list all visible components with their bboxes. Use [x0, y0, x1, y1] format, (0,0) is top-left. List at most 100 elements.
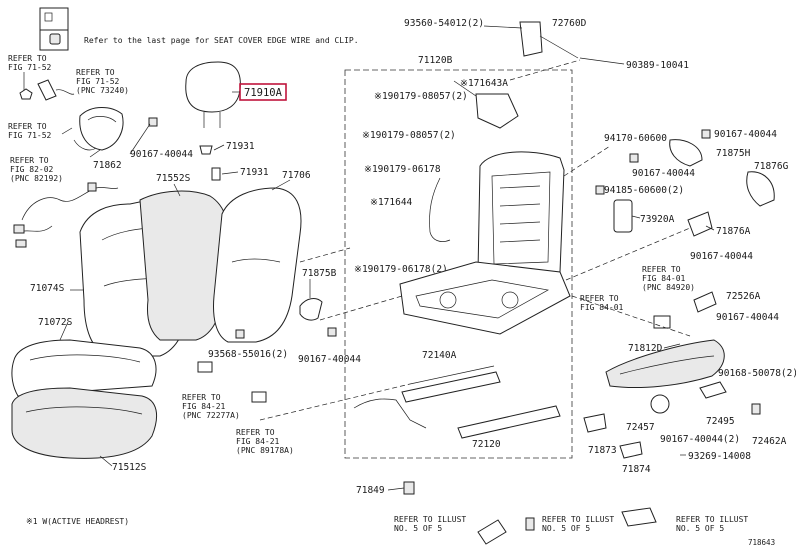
part-number-71643A[interactable]: ※171643A [460, 78, 508, 89]
part-number-90167-40044-d[interactable]: 90167-40044 [632, 168, 695, 179]
seat-track-72140A[interactable] [401, 365, 501, 403]
part-number-94185-60600[interactable]: 94185-60600(2) [604, 185, 684, 196]
refer-fig-84-21-b[interactable]: REFER TO [236, 428, 275, 437]
part-number-93269-14008[interactable]: 93269-14008 [688, 451, 751, 462]
part-number-71644[interactable]: ※171644 [370, 197, 413, 208]
knob-72495[interactable] [699, 381, 727, 399]
part-number-72760D[interactable]: 72760D [552, 18, 587, 29]
part-number-90167-40044-g[interactable]: 90167-40044(2) [660, 434, 740, 445]
seat-frame-boundary [344, 69, 573, 459]
svg-text:FIG 71-52[interactable]: FIG 71-52 [8, 63, 52, 72]
part-number-90167-40044-a[interactable]: 90167-40044 [130, 149, 193, 160]
part-number-71706[interactable]: 71706 [282, 170, 311, 181]
part-number-90167-40044-e[interactable]: 90167-40044 [690, 251, 753, 262]
part-number-90167-40044-f[interactable]: 90167-40044 [716, 312, 779, 323]
cover-71876G[interactable] [746, 171, 775, 207]
active-headrest-mechanism-71643A[interactable] [475, 93, 519, 129]
part-number-71120B[interactable]: 71120B [418, 55, 453, 66]
part-number-90179-06178-2[interactable]: ※190179-06178(2) [354, 264, 448, 275]
cover-71876A[interactable] [687, 211, 713, 237]
part-number-71875B[interactable]: 71875B [302, 268, 337, 279]
part-number-71512S[interactable]: 71512S [112, 462, 147, 473]
svg-text:(PNC 72277A)[interactable]: (PNC 72277A) [182, 411, 240, 420]
svg-text:(PNC 89178A)[interactable]: (PNC 89178A) [236, 446, 294, 455]
svg-text:(PNC 84920)[interactable]: (PNC 84920) [642, 283, 695, 292]
part-number-71552S[interactable]: 71552S [156, 173, 191, 184]
seatback-frame-71120B[interactable] [477, 151, 565, 291]
refer-fig-82-02[interactable]: REFER TO [10, 156, 49, 165]
part-number-71072S[interactable]: 71072S [38, 317, 73, 328]
part-number-71931-a[interactable]: 71931 [226, 141, 255, 152]
part-number-71876A[interactable]: 71876A [716, 226, 751, 237]
part-number-71074S[interactable]: 71074S [30, 283, 65, 294]
cushion-pad-71072S[interactable] [11, 339, 157, 397]
svg-text:FIG 82-02[interactable]: FIG 82-02 [10, 165, 54, 174]
svg-text:FIG 84-21[interactable]: FIG 84-21 [182, 402, 226, 411]
cover-71875H[interactable] [669, 139, 703, 167]
cable-71644[interactable] [429, 177, 451, 242]
part-number-71875H[interactable]: 71875H [716, 148, 751, 159]
part-number-72462A[interactable]: 72462A [752, 436, 787, 447]
seat-track-72120[interactable] [457, 405, 561, 439]
cushion-cover-71512S[interactable] [11, 387, 158, 459]
refer-fig-71-52-b[interactable]: REFER TO [76, 68, 115, 77]
part-number-72457[interactable]: 72457 [626, 422, 655, 433]
svg-text:FIG 84-01[interactable]: FIG 84-01 [642, 274, 686, 283]
svg-text:(PNC 73240)[interactable]: (PNC 73240) [76, 86, 129, 95]
part-number-71876G[interactable]: 71876G [754, 161, 789, 172]
refer-illust-c[interactable]: REFER TO ILLUST [676, 515, 748, 524]
svg-text:NO. 5 OF 5[interactable]: NO. 5 OF 5 [542, 524, 590, 533]
refer-illust-b[interactable]: REFER TO ILLUST [542, 515, 614, 524]
cover-71873[interactable] [583, 413, 607, 433]
bolt-71849[interactable] [403, 481, 415, 495]
part-number-90179-06178[interactable]: ※190179-06178 [364, 164, 441, 175]
knob-72526A[interactable] [693, 291, 717, 313]
cover-71874[interactable] [619, 441, 643, 459]
seatback-frame-71706[interactable] [213, 187, 302, 343]
clip-72462A[interactable] [751, 403, 761, 415]
part-number-73920A[interactable]: 73920A [640, 214, 675, 225]
part-number-71931-b[interactable]: 71931 [240, 167, 269, 178]
part-number-71849[interactable]: 71849 [356, 485, 385, 496]
part-71862-lumbar-cover[interactable] [73, 107, 124, 151]
part-number-71812D[interactable]: 71812D [628, 343, 663, 354]
side-shield-71812D[interactable] [605, 339, 725, 389]
refer-fig-84-21-a[interactable]: REFER TO [182, 393, 221, 402]
part-number-72140A[interactable]: 72140A [422, 350, 457, 361]
seat-cushion-frame[interactable] [399, 261, 571, 335]
refer-fig-71-52-a[interactable]: REFER TO [8, 54, 47, 63]
svg-text:FIG 71-52[interactable]: FIG 71-52 [76, 77, 120, 86]
part-number-90168-50078[interactable]: 90168-50078(2) [718, 368, 796, 379]
refer-illust-a[interactable]: REFER TO ILLUST [394, 515, 466, 524]
svg-text:NO. 5 OF 5[interactable]: NO. 5 OF 5 [394, 524, 442, 533]
part-number-71862[interactable]: 71862 [93, 160, 122, 171]
part-number-93568-55016[interactable]: 93568-55016(2) [208, 349, 288, 360]
part-number-72526A[interactable]: 72526A [726, 291, 761, 302]
switch-icon [653, 315, 671, 329]
part-number-90179-08057-b[interactable]: ※190179-08057(2) [362, 130, 456, 141]
bracket-71875B[interactable] [299, 298, 323, 321]
svg-text:FIG 84-21[interactable]: FIG 84-21 [236, 437, 280, 446]
part-number-72120[interactable]: 72120 [472, 439, 501, 450]
part-number-72495[interactable]: 72495 [706, 416, 735, 427]
svg-text:FIG 84-01[interactable]: FIG 84-01 [580, 303, 624, 312]
refer-fig-84-01-a[interactable]: REFER TO [642, 265, 681, 274]
svg-text:FIG 71-52[interactable]: FIG 71-52 [8, 131, 52, 140]
recliner-72760D[interactable] [519, 21, 579, 59]
part-number-90389-10041[interactable]: 90389-10041 [626, 60, 689, 71]
svg-text:NO. 5 OF 5[interactable]: NO. 5 OF 5 [676, 524, 724, 533]
part-number-94170-60600[interactable]: 94170-60600 [604, 133, 667, 144]
knob-72457[interactable] [650, 394, 670, 414]
part-number-93560-54012[interactable]: 93560-54012(2) [404, 18, 484, 29]
part-number-90179-08057-a[interactable]: ※190179-08057(2) [374, 91, 468, 102]
part-number-90167-40044-c[interactable]: 90167-40044 [714, 129, 777, 140]
part-number-90167-40044-b[interactable]: 90167-40044 [298, 354, 361, 365]
headrest-71910A[interactable] [185, 61, 241, 128]
part-number-71910A[interactable]: 71910A [244, 87, 283, 99]
svg-text:(PNC 82192)[interactable]: (PNC 82192) [10, 174, 63, 183]
sensor-73920A[interactable] [613, 199, 633, 233]
refer-fig-71-52-c[interactable]: REFER TO [8, 122, 47, 131]
part-number-71874[interactable]: 71874 [622, 464, 651, 475]
part-number-71873[interactable]: 71873 [588, 445, 617, 456]
refer-fig-84-01-b[interactable]: REFER TO [580, 294, 619, 303]
